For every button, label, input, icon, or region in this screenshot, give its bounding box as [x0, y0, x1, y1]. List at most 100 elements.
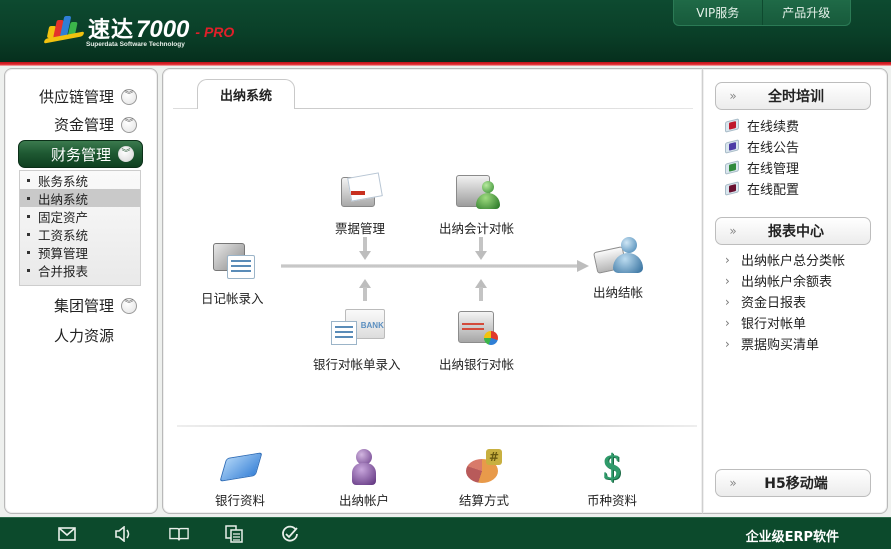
chevron-right-icon: ›: [725, 315, 730, 330]
speaker-icon[interactable]: [113, 524, 133, 544]
arrow-up-icon: [359, 279, 371, 288]
chevron-down-circle-icon: ︾: [118, 146, 134, 162]
submenu-item-fixed-assets[interactable]: 固定资产: [20, 207, 140, 225]
bank-reconcile-label: 出纳银行对帐: [439, 357, 515, 372]
accounting-reconcile-label: 出纳会计对帐: [439, 221, 515, 236]
reports-section-button[interactable]: » 报表中心: [715, 217, 871, 245]
logo-mark-icon: [43, 12, 85, 44]
book-icon[interactable]: [169, 524, 189, 544]
documents-icon[interactable]: [224, 524, 244, 544]
closing-node[interactable]: 出纳结帐: [593, 235, 643, 301]
logo-cn: 速达: [88, 18, 135, 43]
bank-info-label: 银行资料: [215, 493, 266, 508]
reports-title: 报表中心: [768, 224, 824, 240]
bank-document-icon: BANK: [327, 307, 387, 351]
mail-icon[interactable]: [57, 524, 77, 544]
envelope-user-icon: [593, 235, 643, 279]
flow-line: [363, 287, 367, 301]
sidebar-item-supply-chain[interactable]: 供应链管理 ︾: [39, 86, 137, 107]
top-buttons: VIP服务 产品升级: [673, 0, 851, 26]
journal-entry-label: 日记帐录入: [201, 291, 264, 306]
documents-icon: [335, 171, 385, 215]
chevron-right-icon: ›: [725, 336, 730, 351]
logo-number: 7000: [136, 16, 190, 43]
bank-statement-entry-label: 银行对帐单录入: [313, 357, 401, 372]
submenu-item-consolidation[interactable]: 合并报表: [20, 261, 140, 279]
vip-service-button[interactable]: VIP服务: [696, 6, 740, 20]
logo-pro: - PRO: [195, 24, 235, 40]
settlement-method-button[interactable]: # 结算方式: [459, 447, 509, 509]
double-chevron-right-icon: »: [729, 224, 737, 238]
reports-list: ›出纳帐户总分类帐 ›出纳帐户余额表 ›资金日报表 ›银行对帐单 ›票据购买清单: [725, 249, 845, 354]
chevron-right-icon: ›: [725, 273, 730, 288]
bill-management-label: 票据管理: [335, 221, 386, 236]
dollar-icon: $: [603, 447, 621, 487]
report-link[interactable]: ›出纳帐户总分类帐: [725, 252, 846, 270]
right-panel: » 全时培训 在线续费 在线公告 在线管理 在线配置 » 报表中心: [702, 68, 888, 514]
flow-line: [281, 264, 579, 268]
report-link[interactable]: ›出纳帐户余额表: [725, 273, 833, 291]
chevron-right-icon: ›: [725, 294, 730, 309]
pie-chart-icon: #: [462, 447, 506, 487]
chevron-down-circle-icon: ︾: [121, 88, 137, 105]
accounting-reconcile-node[interactable]: 出纳会计对帐: [439, 171, 514, 237]
link-online-config[interactable]: 在线配置: [725, 178, 799, 199]
training-title: 全时培训: [768, 89, 824, 105]
submenu-item-payroll[interactable]: 工资系统: [20, 225, 140, 243]
sidebar-item-label: 财务管理: [50, 145, 111, 164]
link-online-management[interactable]: 在线管理: [725, 157, 799, 178]
sidebar-item-funds[interactable]: 资金管理 ︾: [54, 114, 137, 135]
bill-management-node[interactable]: 票据管理: [335, 171, 385, 237]
submenu-item-ledger[interactable]: 账务系统: [20, 171, 140, 189]
bank-info-button[interactable]: 银行资料: [215, 447, 265, 509]
report-link[interactable]: ›票据购买清单: [725, 336, 820, 354]
bank-reconcile-node[interactable]: 出纳银行对帐: [439, 307, 514, 373]
cashier-account-button[interactable]: 出纳帐户: [339, 447, 389, 509]
report-link[interactable]: ›资金日报表: [725, 294, 807, 312]
main-panel: 出纳系统 日记帐录入 票据管理: [162, 68, 702, 514]
flow-line: [479, 287, 483, 301]
link-online-notice[interactable]: 在线公告: [725, 136, 799, 157]
sidebar: 供应链管理 ︾ 资金管理 ︾ 财务管理 ︾ 账务系统 出纳系统 固定资产 工资系…: [4, 68, 158, 514]
sidebar-item-label: 人力资源: [53, 327, 114, 345]
sidebar-item-finance[interactable]: 财务管理 ︾: [18, 140, 143, 168]
sidebar-item-hr[interactable]: 人力资源: [54, 325, 114, 346]
sidebar-item-label: 资金管理: [53, 116, 114, 134]
tab-divider: [173, 108, 693, 109]
journal-entry-node[interactable]: 日记帐录入: [201, 241, 264, 307]
settlement-method-label: 结算方式: [459, 493, 510, 508]
report-link[interactable]: ›银行对帐单: [725, 315, 807, 333]
submenu-item-cashier[interactable]: 出纳系统: [20, 189, 140, 207]
arrow-up-icon: [475, 279, 487, 288]
footer: 企业级ERP软件: [0, 517, 891, 549]
ledger-user-icon: [452, 171, 502, 215]
sidebar-item-group[interactable]: 集团管理 ︾: [54, 295, 137, 316]
closing-label: 出纳结帐: [593, 285, 644, 300]
folder-icon: [218, 447, 263, 487]
double-chevron-right-icon: »: [729, 89, 737, 103]
double-chevron-right-icon: »: [729, 476, 737, 490]
footer-tagline: 企业级ERP软件: [745, 530, 839, 545]
book-icon: [725, 181, 739, 196]
check-circle-icon[interactable]: [280, 524, 300, 544]
finance-submenu: 账务系统 出纳系统 固定资产 工资系统 预算管理 合并报表: [19, 170, 141, 286]
mobile-section-button[interactable]: » H5移动端: [715, 469, 871, 497]
arrow-down-icon: [475, 251, 487, 260]
submenu-item-budget[interactable]: 预算管理: [20, 243, 140, 261]
tab-cashier-system[interactable]: 出纳系统: [197, 79, 295, 109]
chevron-down-circle-icon: ︾: [121, 116, 137, 133]
logo-subtitle: Superdata Software Technology: [86, 41, 185, 48]
bank-statement-entry-node[interactable]: BANK 银行对帐单录入: [313, 307, 401, 373]
user-icon: [342, 447, 386, 487]
link-online-renewal[interactable]: 在线续费: [725, 115, 799, 136]
currency-info-button[interactable]: $ 币种资料: [587, 447, 637, 509]
sidebar-item-label: 供应链管理: [38, 88, 114, 106]
product-upgrade-button[interactable]: 产品升级: [761, 0, 851, 25]
monitor-checklist-icon: [207, 241, 257, 285]
book-icon: [725, 118, 739, 133]
flow-arrow-right-icon: [577, 260, 589, 272]
logo: 速达 7000 - PRO Superdata Software Technol…: [43, 12, 235, 52]
training-section-button[interactable]: » 全时培训: [715, 82, 871, 110]
arrow-down-icon: [359, 251, 371, 260]
